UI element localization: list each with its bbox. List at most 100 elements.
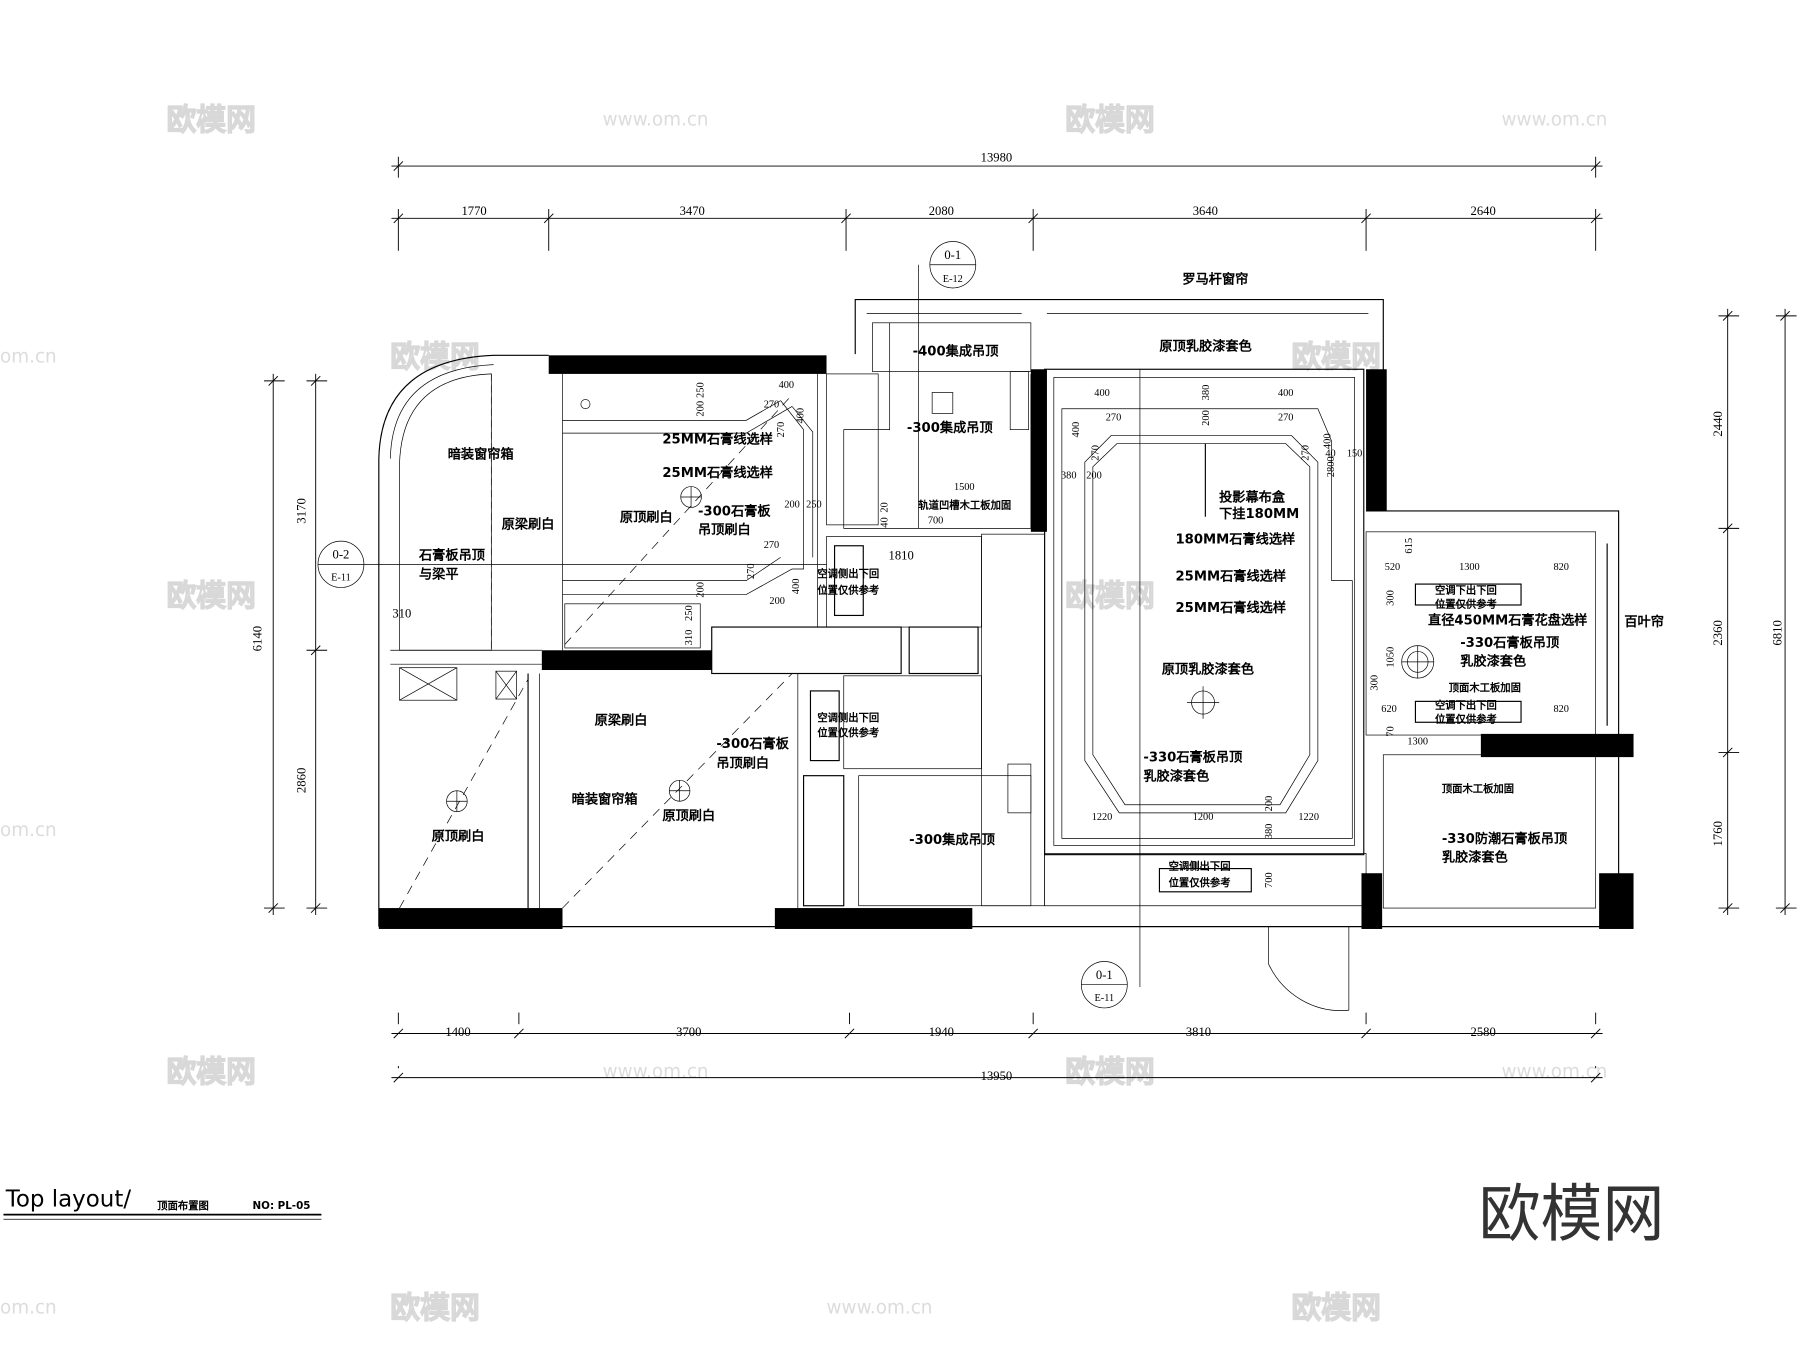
label: 原顶乳胶漆套色	[1159, 338, 1252, 355]
wall-block	[378, 908, 563, 929]
label: 原梁刷白	[502, 515, 555, 532]
label: 暗装窗帘箱	[572, 790, 638, 807]
bedroom-exterior-wall	[1366, 510, 1620, 927]
label: 空调下出下回	[1435, 698, 1497, 711]
label: 顶面木工板加固	[1442, 782, 1514, 795]
dimension-tick	[1722, 747, 1733, 758]
dim-detail: 380	[1264, 824, 1275, 840]
dimension-tick	[268, 375, 279, 386]
label: 罗马杆窗帘	[1182, 270, 1248, 287]
watermark-logo: 欧模网	[1065, 579, 1154, 614]
dim-top: 2080	[929, 204, 954, 218]
dimension-tick	[543, 213, 554, 224]
dimension-tick	[1590, 1072, 1601, 1083]
dim-detail: 700	[1264, 872, 1275, 888]
diagonal-ceiling-hint	[564, 394, 793, 645]
hob-icon	[1009, 371, 1029, 430]
dimension-tick	[393, 1072, 404, 1083]
dim-detail: 20	[879, 502, 890, 512]
dimension-tick	[1590, 161, 1601, 172]
dim-detail: 150	[1347, 448, 1362, 459]
label: -300石膏板	[716, 735, 789, 752]
dim-right: 1760	[1711, 821, 1725, 847]
curved-window	[389, 364, 494, 459]
label: -330防潮石膏板吊顶	[1442, 830, 1568, 847]
dim-detail: 310	[684, 630, 695, 646]
dim-bottom: 2580	[1471, 1025, 1496, 1039]
dim-detail: 270	[764, 540, 779, 551]
dim-bottom: 1400	[445, 1025, 470, 1039]
watermark-logo: 欧模网	[166, 1055, 255, 1090]
dim-detail: 200	[696, 582, 707, 598]
dim-detail: 250	[684, 605, 695, 621]
dim-detail: 400	[791, 579, 802, 595]
dim-detail: 820	[1553, 704, 1568, 715]
dim-detail: 70	[1386, 726, 1397, 736]
dim-bottom: 3810	[1186, 1025, 1211, 1039]
watermark-logo: 欧模网	[390, 340, 479, 375]
dim-right-total: 6810	[1771, 620, 1785, 646]
label: -300集成吊顶	[909, 831, 995, 848]
label: 顶面木工板加固	[1449, 681, 1521, 694]
section-sheet: E-12	[943, 274, 963, 285]
watermark-logo: 欧模网	[166, 579, 255, 614]
label: 石膏板吊顶	[418, 547, 486, 564]
dimension-tick	[1722, 903, 1733, 914]
label: 原顶乳胶漆套色	[1162, 660, 1255, 677]
dim-detail: 400	[796, 408, 807, 424]
living-gypsum-border	[1061, 408, 1353, 839]
dim-detail: 250	[806, 499, 821, 510]
dimension-tick	[1780, 903, 1790, 914]
label: 投影幕布盒	[1219, 489, 1286, 506]
dimension-tick	[393, 161, 404, 172]
dim-detail: 270	[746, 563, 757, 579]
wall-block	[1361, 873, 1383, 929]
dim-detail: 270	[776, 422, 787, 438]
dining-gypsum-line	[562, 400, 793, 595]
section-id: 0-2	[333, 547, 350, 561]
label: 空调侧出下回	[817, 711, 879, 724]
kitchen-tiles	[843, 322, 1032, 529]
brand-logo: 欧模网	[1479, 1177, 1665, 1250]
cabinet-cross	[399, 667, 458, 701]
dim-detail: 700	[928, 516, 943, 527]
wall-block	[1599, 873, 1634, 929]
dim-detail: 400	[1278, 388, 1293, 399]
label: 吊顶刷白	[716, 754, 769, 771]
watermark-url: www.om.cn	[1502, 109, 1608, 130]
dim-top: 2640	[1471, 204, 1496, 218]
label: 位置仅供参考	[817, 583, 879, 596]
dim-left: 3170	[294, 498, 308, 524]
dim-detail: 1220	[1298, 812, 1319, 823]
dim-right: 2440	[1711, 411, 1725, 437]
dim-detail: 1810	[889, 549, 914, 563]
dim-detail: 400	[1094, 388, 1109, 399]
cabinet	[399, 667, 458, 701]
dim-top: 1770	[461, 204, 486, 218]
dim-detail: 200	[1086, 470, 1101, 481]
dim-detail: 40	[879, 517, 890, 527]
watermark-url: www.om.cn	[1502, 1062, 1608, 1083]
dimension-tick	[1361, 1028, 1371, 1039]
label: 与梁平	[419, 565, 459, 582]
dim-detail: 270	[1278, 412, 1293, 423]
dimension-tick	[1722, 310, 1733, 321]
dimension-tick	[1590, 213, 1601, 224]
label: 空调侧出下回	[817, 567, 879, 580]
stove-icon	[931, 392, 954, 414]
dim-detail: 2800	[1326, 456, 1337, 477]
dining-band-stipple	[564, 603, 701, 649]
dim-left-total: 6140	[251, 626, 265, 652]
dim-bottom-total: 13950	[981, 1069, 1013, 1083]
drawing-number: NO: PL-05	[253, 1200, 311, 1212]
dim-detail: 400	[1071, 422, 1082, 438]
title-block: Top layout/ 顶面布置图 NO: PL-05 欧模网	[3, 1177, 1665, 1251]
section-marker: 0-1 E-12	[918, 241, 977, 529]
dim-detail: 270	[1091, 445, 1102, 461]
dim-detail: 620	[1381, 704, 1396, 715]
air-vent-grille	[711, 626, 902, 675]
door-swing	[1268, 926, 1349, 1011]
dim-detail: 300	[1386, 590, 1397, 606]
label: 位置仅供参考	[1435, 712, 1497, 725]
